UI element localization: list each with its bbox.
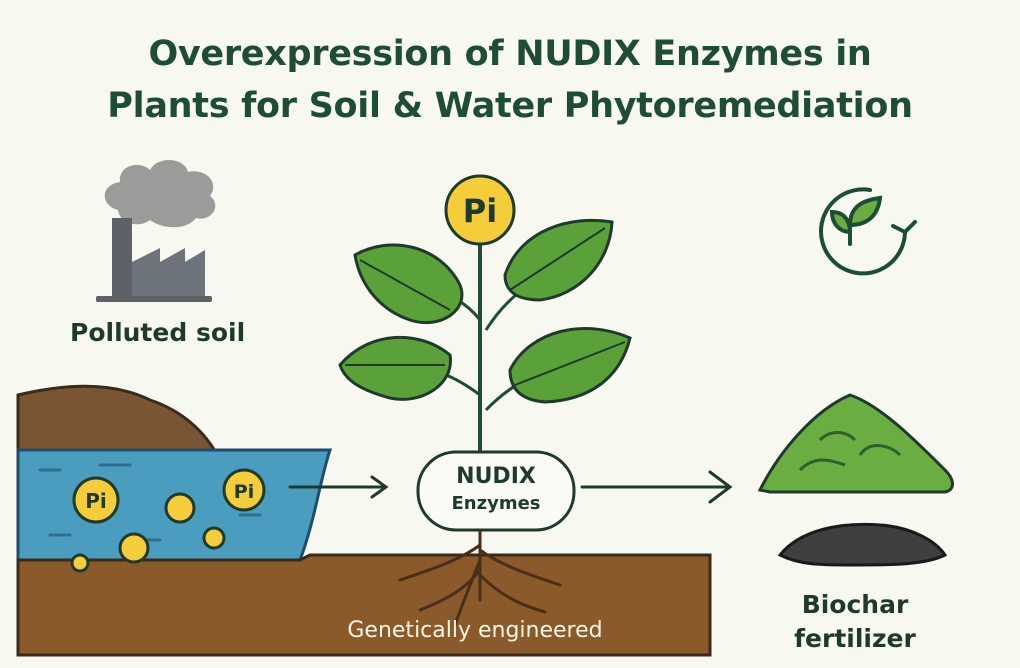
arrow-right-icon [288,470,733,504]
genetically-engineered-label: Genetically engineered [347,618,603,643]
plant: Pi [338,174,632,627]
biochar-fertilizer-label: Biochar fertilizer [790,588,920,656]
biochar-pile [777,522,948,567]
polluted-soil-label: Polluted soil [70,318,246,347]
enzyme-line-1: NUDIX [456,464,536,489]
pi-label-top: Pi [463,192,497,230]
diagram-title: Overexpression of NUDIX Enzymes in Plant… [0,28,1020,132]
enzyme-line-2: Enzymes [451,493,541,514]
pi-label-1: Pi [85,489,107,513]
soil-mound [16,384,223,462]
nudix-enzyme-box: NUDIX Enzymes [418,452,574,530]
title-line-2: Plants for Soil & Water Phytoremediation [107,86,913,126]
ground-soil [16,553,712,657]
title-line-1: Overexpression of NUDIX Enzymes in [148,34,872,74]
recycle-leaf-icon [819,187,917,276]
compost-pile [757,393,954,494]
pi-label-2: Pi [234,481,254,503]
biochar-line-1: Biochar [801,590,909,619]
biochar-line-2: fertilizer [794,624,916,653]
factory-icon [96,160,216,302]
phosphate-particles: Pi Pi [70,468,266,573]
